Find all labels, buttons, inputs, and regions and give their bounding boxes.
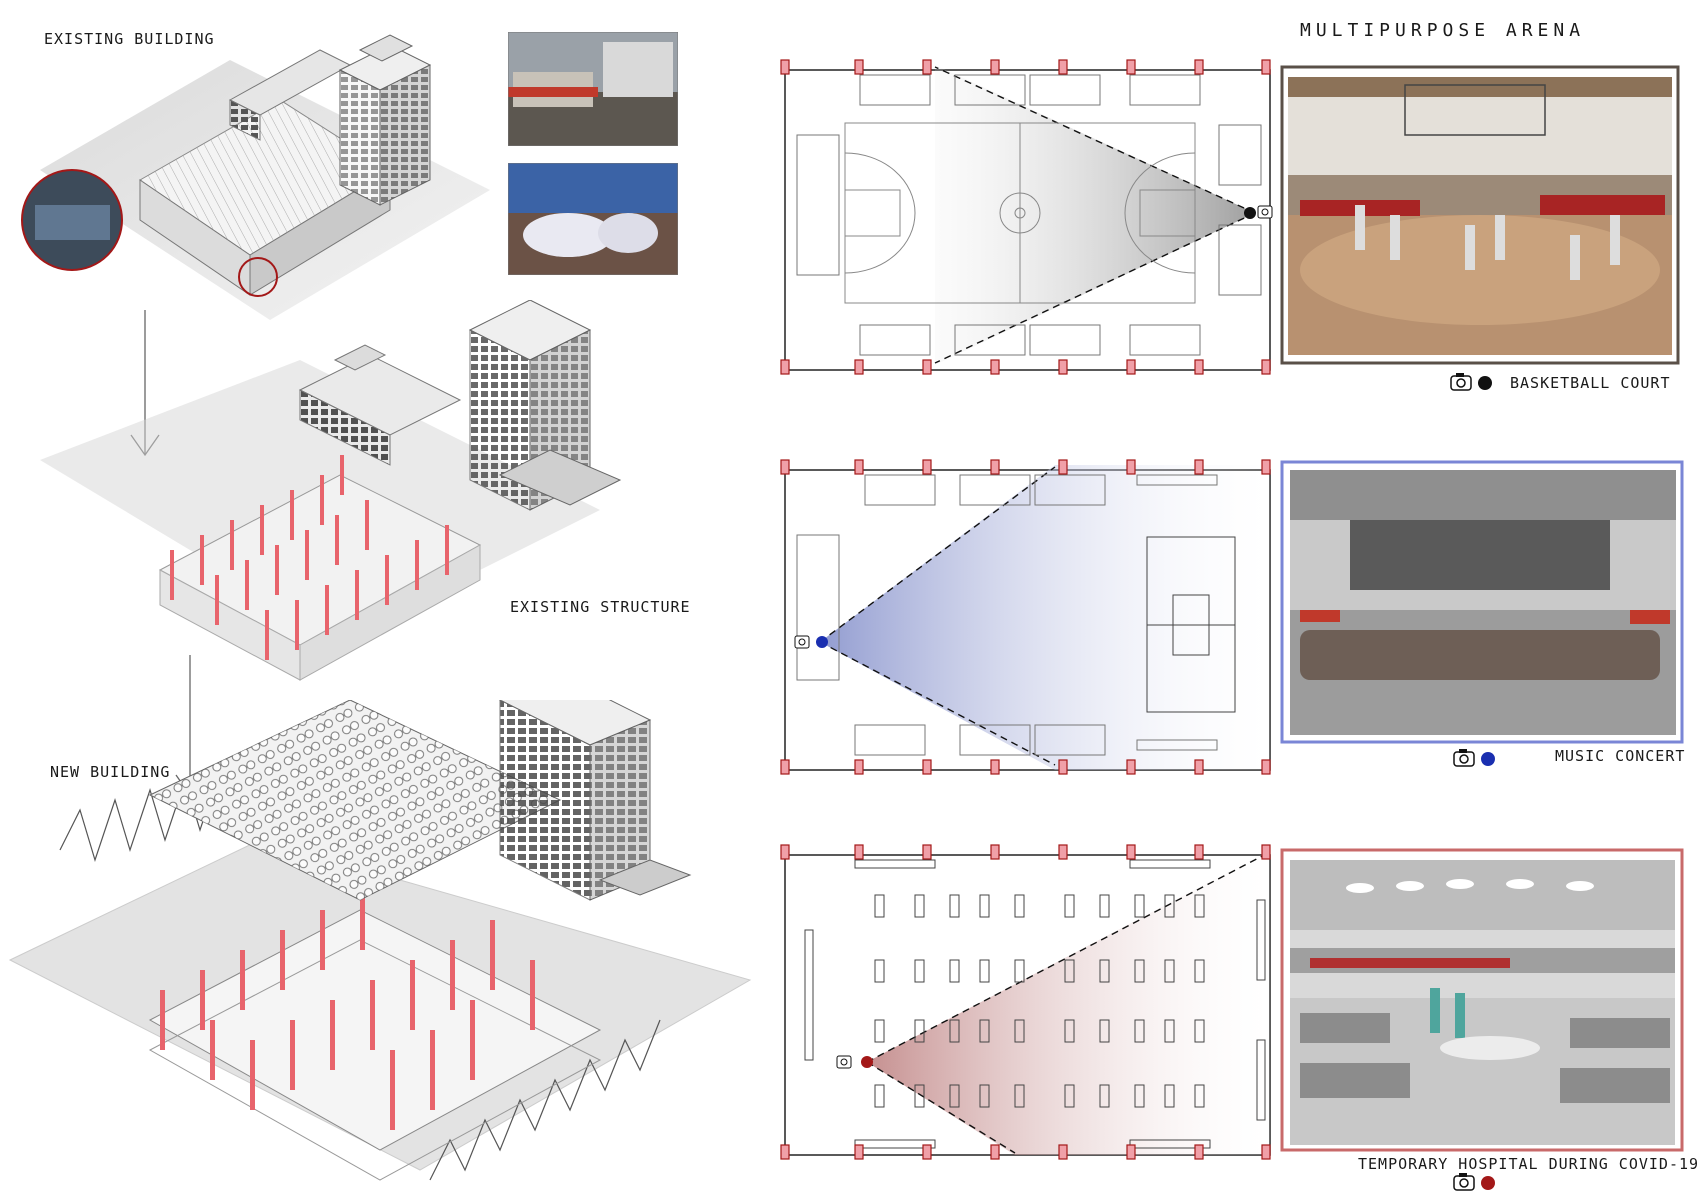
hospital-floor-plan (780, 844, 1271, 1160)
basketball-render (1280, 65, 1680, 365)
graffiti-photo (508, 163, 678, 275)
camera-icon (1453, 749, 1495, 767)
existing-building-label: EXISTING BUILDING (44, 30, 215, 48)
existing-structure-axonometric (40, 300, 622, 681)
new-building-axonometric (8, 700, 752, 1181)
basketball-caption: BASKETBALL COURT (1510, 374, 1671, 392)
street-photo (508, 32, 678, 146)
hospital-caption: TEMPORARY HOSPITAL DURING COVID-19 (1358, 1155, 1697, 1173)
hospital-render (1280, 848, 1684, 1152)
basketball-floor-plan (780, 59, 1273, 375)
marker-dot (1481, 1176, 1495, 1190)
marker-dot (1481, 752, 1495, 766)
concert-floor-plan (780, 459, 1271, 775)
concert-render (1280, 460, 1684, 744)
camera-icon (1453, 1173, 1495, 1191)
existing-structure-label: EXISTING STRUCTURE (510, 598, 691, 616)
existing-building-axonometric (21, 34, 490, 320)
new-building-label: NEW BUILDING (50, 763, 171, 781)
marker-dot (1478, 376, 1492, 390)
camera-icon (1450, 373, 1492, 391)
page-title: MULTIPURPOSE ARENA (1300, 20, 1586, 41)
concert-caption: MUSIC CONCERT (1555, 747, 1686, 765)
